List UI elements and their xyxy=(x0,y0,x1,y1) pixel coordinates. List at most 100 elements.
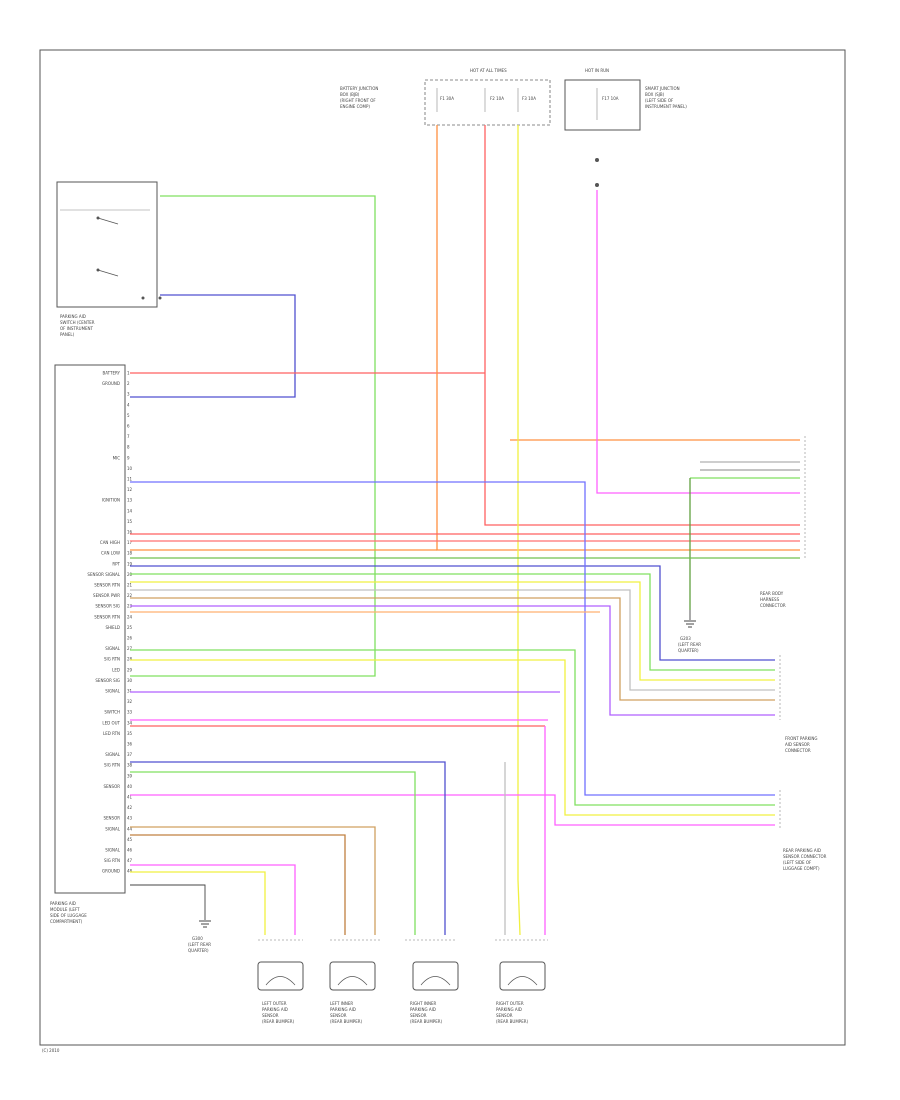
svg-text:LEFT OUTER: LEFT OUTER xyxy=(262,1001,287,1006)
wire-green-rear xyxy=(130,649,775,806)
wire-brown-s2 xyxy=(130,834,346,935)
module-pin-number: 22 xyxy=(127,593,133,598)
module-pin-number: 29 xyxy=(127,667,133,672)
wire-blue-front xyxy=(130,565,775,661)
module-pin-number: 41 xyxy=(127,795,133,800)
footer-text: (C) 2010 xyxy=(42,1048,60,1053)
svg-text:SWITCH (CENTER: SWITCH (CENTER xyxy=(60,320,95,325)
svg-text:PARKING AID: PARKING AID xyxy=(50,901,76,906)
module-pin-number: 45 xyxy=(127,837,133,842)
module-pin-label: SENSOR SIG xyxy=(95,604,120,609)
module-pin-label: CAN HIGH xyxy=(100,540,120,545)
module-pin-label: LED RTN xyxy=(103,731,120,736)
svg-text:SENSOR: SENSOR xyxy=(496,1013,513,1018)
svg-text:SENSOR: SENSOR xyxy=(262,1013,279,1018)
module-pin-label: SIG RTN xyxy=(104,657,120,662)
module-pin-number: 28 xyxy=(127,657,133,662)
svg-text:PARKING AID: PARKING AID xyxy=(330,1007,356,1012)
module-pin-number: 46 xyxy=(127,848,133,853)
wire-blue-rear xyxy=(130,481,775,796)
wire-tan-s2 xyxy=(130,826,376,935)
module-pin-number: 24 xyxy=(127,614,133,619)
parking-aid-module: 1BATTERY2GROUND3456789MIC10111213IGNITIO… xyxy=(50,364,133,924)
svg-text:(REAR BUMPER): (REAR BUMPER) xyxy=(496,1019,528,1024)
svg-text:F17 10A: F17 10A xyxy=(602,96,619,101)
svg-text:(LEFT REAR: (LEFT REAR xyxy=(678,642,701,647)
module-pin-number: 40 xyxy=(127,784,133,789)
svg-text:SMART JUNCTION: SMART JUNCTION xyxy=(645,86,680,91)
svg-text:BOX (SJB): BOX (SJB) xyxy=(645,92,665,97)
module-pin-number: 34 xyxy=(127,720,133,725)
module-pin-label: GROUND xyxy=(102,869,120,874)
module-pin-number: 43 xyxy=(127,816,133,821)
module-pin-label: SENSOR SIG xyxy=(95,678,120,683)
module-pin-number: 16 xyxy=(127,530,133,535)
svg-text:BATTERY JUNCTION: BATTERY JUNCTION xyxy=(340,86,378,91)
svg-text:INSTRUMENT PANEL): INSTRUMENT PANEL) xyxy=(645,104,687,109)
module-pin-number: 12 xyxy=(127,487,133,492)
module-pin-number: 32 xyxy=(127,699,133,704)
sensor-left-outer: LEFT OUTER PARKING AID SENSOR (REAR BUMP… xyxy=(257,961,304,1024)
module-pin-label: RPT xyxy=(112,561,120,566)
module-pin-number: 26 xyxy=(127,636,133,641)
front-sensor-connector: FRONT PARKING AID SENSOR CONNECTOR xyxy=(779,655,818,753)
wire-green-s3 xyxy=(130,771,416,935)
diagram-frame xyxy=(39,49,846,1046)
svg-text:G300: G300 xyxy=(192,936,203,941)
module-pin-number: 8 xyxy=(127,445,130,450)
wire-yellow-front xyxy=(130,581,775,681)
svg-text:(REAR BUMPER): (REAR BUMPER) xyxy=(262,1019,294,1024)
module-pin-label: SENSOR xyxy=(103,816,120,821)
svg-text:SENSOR: SENSOR xyxy=(410,1013,427,1018)
svg-text:COMPARTMENT): COMPARTMENT) xyxy=(50,919,83,924)
wire-blue-switch xyxy=(130,294,296,398)
svg-text:CONNECTOR: CONNECTOR xyxy=(760,603,786,608)
svg-text:(REAR BUMPER): (REAR BUMPER) xyxy=(410,1019,442,1024)
module-pin-number: 2 xyxy=(127,381,130,386)
module-pin-label: SENSOR PWR xyxy=(93,593,120,598)
module-pin-number: 48 xyxy=(127,869,133,874)
wire-pink-main xyxy=(596,190,800,494)
module-pin-label: BATTERY xyxy=(103,371,121,376)
wire-gray-front xyxy=(130,589,775,691)
module-pin-label: IGNITION xyxy=(102,498,120,503)
wire-green-front xyxy=(130,573,775,671)
module-pin-number: 44 xyxy=(127,826,133,831)
module-pin-number: 3 xyxy=(127,392,130,397)
svg-text:QUARTER): QUARTER) xyxy=(188,948,209,953)
module-pin-number: 39 xyxy=(127,773,133,778)
module-pin-number: 21 xyxy=(127,583,133,588)
svg-text:RIGHT OUTER: RIGHT OUTER xyxy=(496,1001,524,1006)
rear-body-harness-connector: REAR BODY HARNESS CONNECTOR xyxy=(760,436,806,608)
wire-red-battery xyxy=(484,125,800,526)
module-pin-label: SIG RTN xyxy=(104,858,120,863)
svg-text:HOT AT ALL TIMES: HOT AT ALL TIMES xyxy=(470,68,507,73)
module-pin-number: 11 xyxy=(127,477,133,482)
sensor-right-inner: RIGHT INNER PARKING AID SENSOR (REAR BUM… xyxy=(410,961,459,1024)
wire-pink-rear xyxy=(130,794,775,826)
ground-g203: G203 (LEFT REAR QUARTER) xyxy=(678,620,701,653)
svg-text:SENSOR CONNECTOR: SENSOR CONNECTOR xyxy=(783,854,827,859)
svg-text:HARNESS: HARNESS xyxy=(760,597,780,602)
svg-text:(REAR BUMPER): (REAR BUMPER) xyxy=(330,1019,362,1024)
wire-yellow-rear xyxy=(130,659,775,816)
sensor-right-outer: RIGHT OUTER PARKING AID SENSOR (REAR BUM… xyxy=(496,961,546,1024)
module-pin-label: GROUND xyxy=(102,381,120,386)
module-pin-label: SENSOR xyxy=(103,784,120,789)
svg-text:HOT IN RUN: HOT IN RUN xyxy=(585,68,609,73)
svg-text:PARKING AID: PARKING AID xyxy=(496,1007,522,1012)
wire-pink-s1 xyxy=(130,864,296,935)
module-pin-number: 7 xyxy=(127,434,130,439)
module-pin-number: 5 xyxy=(127,413,130,418)
svg-text:PARKING AID: PARKING AID xyxy=(60,314,86,319)
module-pin-number: 38 xyxy=(127,763,133,768)
svg-text:REAR PARKING AID: REAR PARKING AID xyxy=(783,848,821,853)
module-pin-number: 27 xyxy=(127,646,133,651)
module-pin-label: CAN LOW xyxy=(101,551,120,556)
module-pin-number: 37 xyxy=(127,752,133,757)
svg-text:F2 10A: F2 10A xyxy=(490,96,504,101)
module-pin-number: 6 xyxy=(127,424,130,429)
svg-text:RIGHT INNER: RIGHT INNER xyxy=(410,1001,436,1006)
module-pin-number: 36 xyxy=(127,742,133,747)
svg-text:PARKING AID: PARKING AID xyxy=(262,1007,288,1012)
